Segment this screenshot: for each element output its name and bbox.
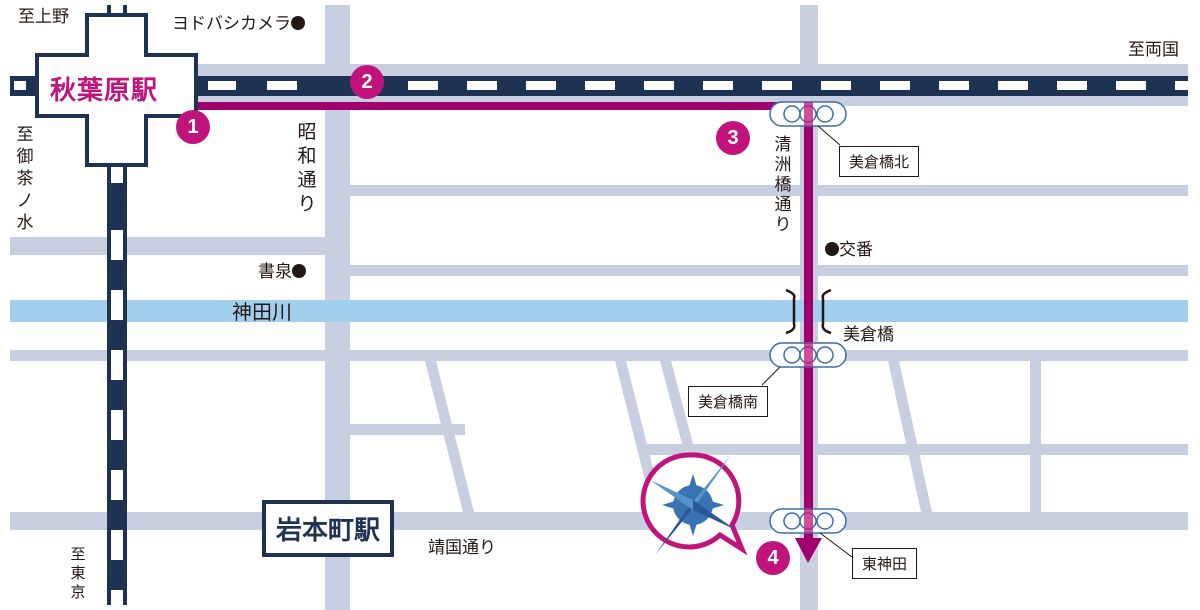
- landmark-shosen: 書泉: [258, 264, 306, 281]
- leader-lines: [761, 125, 853, 558]
- river-label-kanda: 神田川: [232, 300, 292, 324]
- road-h2: [10, 237, 350, 255]
- road-h4: [10, 350, 1188, 361]
- road-diag-4: [888, 361, 932, 512]
- road-h6: [350, 424, 465, 435]
- kanda-river: [10, 300, 1188, 322]
- route-step-3[interactable]: 3: [716, 121, 750, 155]
- compass-icon: [650, 455, 736, 555]
- road-diag-1: [425, 361, 474, 512]
- destination-marker[interactable]: [640, 452, 748, 556]
- landmark-dot-icon: [291, 16, 305, 30]
- direction-ryogoku: 至両国: [1128, 40, 1179, 60]
- bridge-icon: [785, 288, 832, 335]
- road-label-showa: 昭和通り: [297, 121, 317, 215]
- rail-sobu-line: [10, 76, 1188, 96]
- direction-ochanomizu: 至御茶ノ水: [16, 125, 34, 233]
- direction-tokyo: 至東京: [70, 545, 86, 601]
- landmark-dot-icon: [292, 264, 306, 278]
- road-h3: [350, 265, 1188, 276]
- signal-label-higashikanda: 東神田: [852, 548, 918, 579]
- road-v-right: [1030, 361, 1041, 512]
- akihabara-station-label: 秋葉原駅: [50, 76, 159, 106]
- landmark-dot-icon: [825, 242, 839, 256]
- landmark-yodobashi: ヨドバシカメラ: [172, 16, 305, 33]
- road-yasukuni-dori: [10, 512, 1188, 530]
- route-step-1[interactable]: 1: [176, 110, 210, 144]
- signal-label-mikurabashi-minami: 美倉橋南: [688, 386, 769, 417]
- signal-label-mikurabashi-kita: 美倉橋北: [839, 146, 920, 177]
- bridge-label-mikura: 美倉橋: [843, 325, 894, 345]
- route-step-2[interactable]: 2: [350, 65, 384, 99]
- route-step-4[interactable]: 4: [756, 541, 790, 575]
- road-label-kiyosubashi: 清洲橋通り: [774, 135, 792, 235]
- landmark-koban: 交番: [825, 242, 873, 259]
- iwamotocho-station-label[interactable]: 岩本町駅: [262, 500, 395, 557]
- direction-ueno: 至上野: [18, 7, 69, 27]
- walking-route: [198, 102, 822, 563]
- akihabara-station[interactable]: [35, 13, 198, 167]
- road-diag-3: [660, 361, 700, 470]
- road-h1: [350, 185, 1188, 196]
- road-label-yasukuni: 靖国通り: [428, 538, 496, 558]
